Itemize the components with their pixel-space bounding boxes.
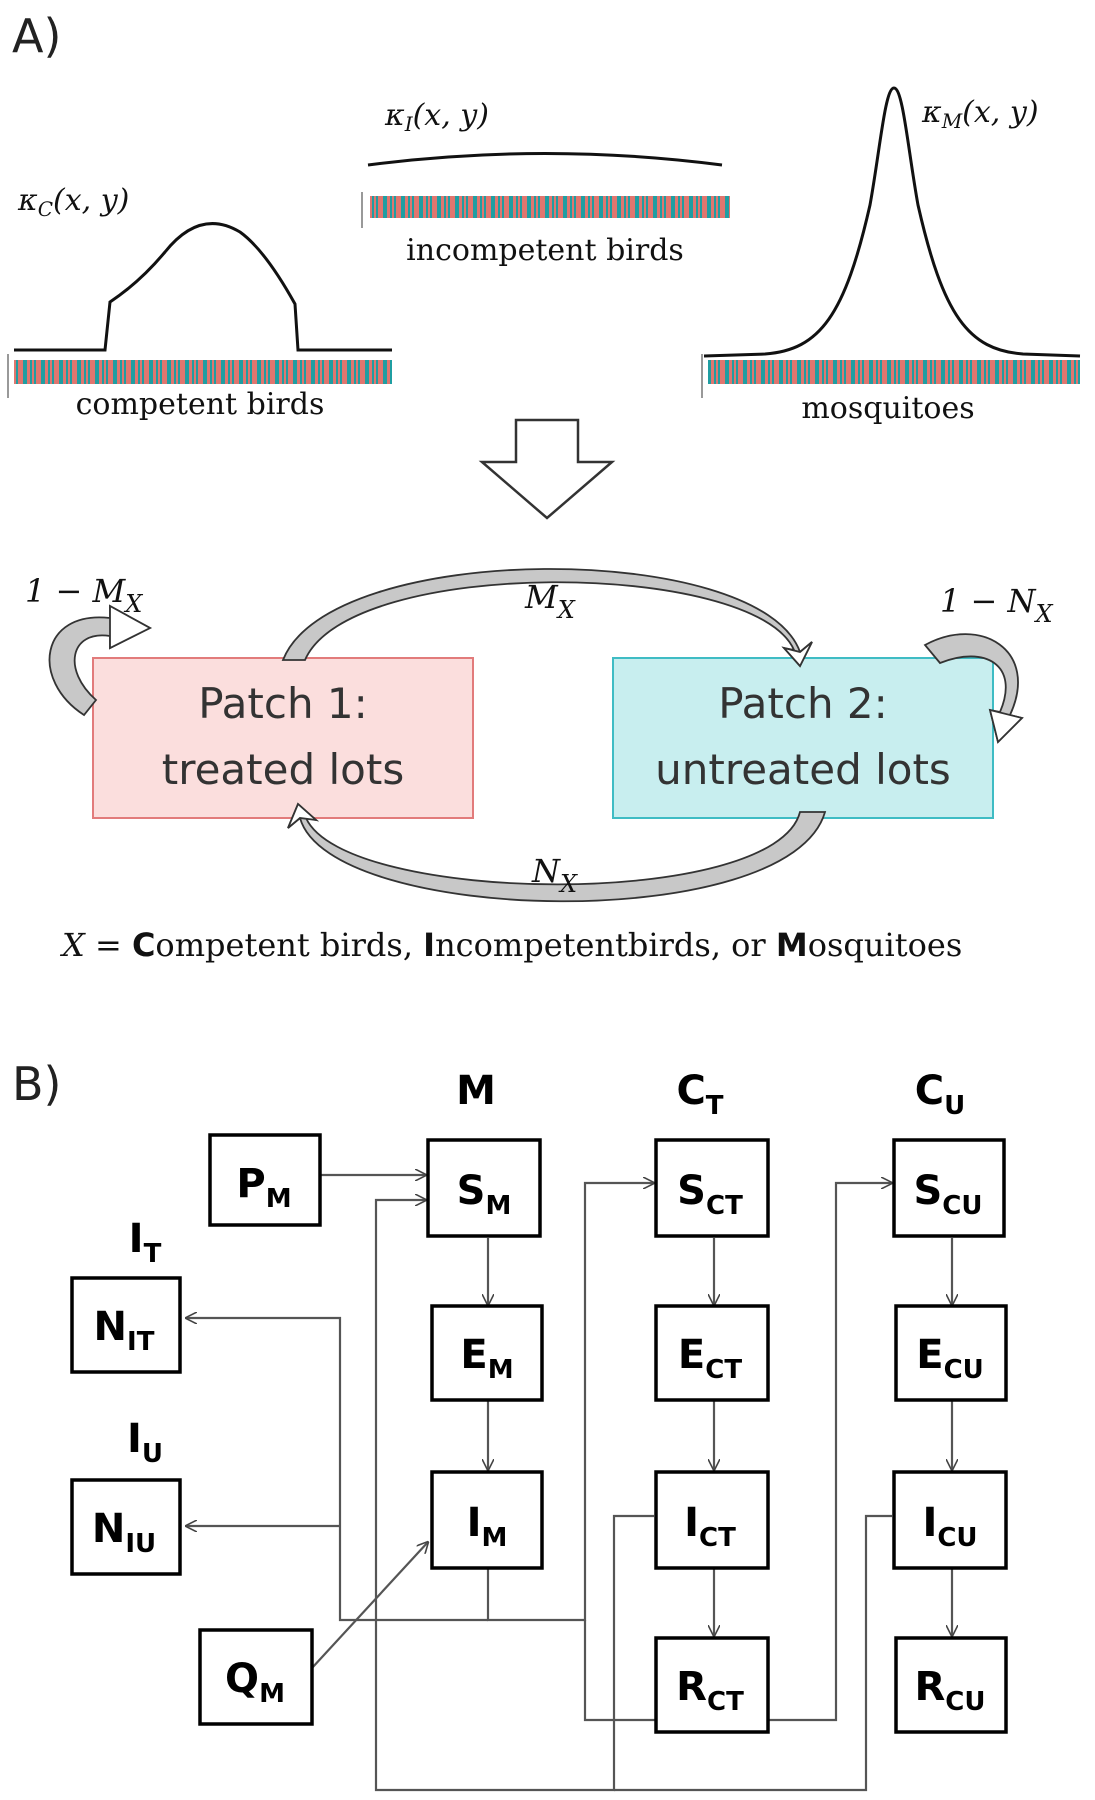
- connectors: [186, 1175, 952, 1792]
- box-ecu: [894, 1304, 1008, 1402]
- patch-1-box: [92, 657, 474, 819]
- box-label-rct: RCT: [676, 1664, 744, 1717]
- legend-definition: X = Competent birds, Incompetentbirds, o…: [59, 926, 962, 964]
- box-label-im: IM: [467, 1500, 508, 1553]
- box-label-niu: NIU: [92, 1506, 156, 1559]
- kappa-i-label: κI(x, y): [384, 98, 489, 136]
- side-label-it: IT: [129, 1216, 162, 1269]
- box-im: [430, 1470, 544, 1570]
- box-rcu: [894, 1636, 1008, 1734]
- box-label-scu: SCU: [913, 1168, 982, 1221]
- migration-label-top: MX: [524, 578, 576, 624]
- box-rct: [654, 1636, 770, 1734]
- column-heading-m: M: [456, 1068, 496, 1114]
- panel-a-label: A): [12, 9, 61, 63]
- group-label-incompetent: incompetent birds: [406, 233, 684, 268]
- box-ect: [654, 1304, 770, 1402]
- box-qm: [198, 1628, 314, 1726]
- box-icu: [892, 1470, 1008, 1570]
- box-label-ict: ICT: [684, 1500, 736, 1553]
- self-loop-label-1: 1 − MX: [25, 572, 143, 618]
- box-em: [430, 1304, 544, 1402]
- box-nit: [70, 1276, 182, 1374]
- patch-2-subtitle: untreated lots: [655, 745, 951, 794]
- compartment-boxes: [70, 1133, 1008, 1734]
- transform-arrow: [478, 418, 616, 520]
- box-label-pm: PM: [236, 1161, 291, 1214]
- column-heading-cu: CU: [915, 1068, 965, 1121]
- kernel-curve-competent: [14, 222, 392, 352]
- connector-ict-to-sm: [374, 1200, 654, 1792]
- connector-qm-im: [311, 1542, 428, 1669]
- box-sct: [654, 1138, 770, 1238]
- kappa-c-label: κC(x, y): [17, 183, 129, 221]
- side-label-iu: IU: [127, 1416, 163, 1469]
- box-label-nit: NIT: [94, 1304, 155, 1357]
- self-loop-label-2: 1 − NX: [940, 582, 1054, 628]
- connector-im-to-scu: [583, 1183, 892, 1722]
- box-scu: [892, 1138, 1006, 1238]
- box-pm: [208, 1133, 322, 1227]
- panel-b-label: B): [12, 1057, 62, 1111]
- box-label-sm: SM: [457, 1168, 512, 1221]
- box-ict: [654, 1470, 770, 1570]
- group-label-mosquitoes: mosquitoes: [801, 391, 974, 426]
- box-label-ecu: ECU: [916, 1332, 984, 1385]
- box-label-qm: QM: [225, 1656, 285, 1709]
- box-niu: [70, 1478, 182, 1576]
- box-label-sct: SCT: [677, 1168, 743, 1221]
- box-label-ect: ECT: [678, 1332, 742, 1385]
- patch-1-subtitle: treated lots: [162, 745, 404, 794]
- kernel-curve-mosquitoes: [703, 86, 1081, 358]
- group-label-competent: competent birds: [76, 387, 325, 422]
- box-label-rcu: RCU: [914, 1664, 985, 1717]
- box-label-em: EM: [460, 1332, 513, 1385]
- connector-bus-to-nit: [186, 1318, 488, 1622]
- patch-2-title: Patch 2:: [718, 679, 888, 728]
- migration-label-bottom: NX: [531, 852, 578, 898]
- box-sm: [426, 1138, 542, 1238]
- connector-icu-to-sm: [614, 1514, 892, 1792]
- column-heading-ct: CT: [676, 1068, 723, 1121]
- kernel-curve-incompetent: [367, 152, 723, 167]
- box-label-icu: ICU: [922, 1500, 977, 1553]
- patch-1-title: Patch 1:: [198, 679, 368, 728]
- kappa-m-label: κM(x, y): [921, 95, 1039, 133]
